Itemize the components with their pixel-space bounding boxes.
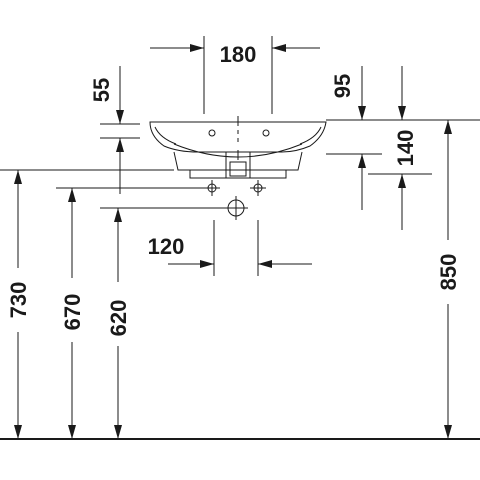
wall-fixings — [204, 180, 266, 220]
dimension-label-120: 120 — [148, 234, 185, 259]
basin — [149, 116, 327, 179]
dimension-140: 140 — [326, 130, 432, 230]
dimension-label-670: 670 — [60, 294, 85, 331]
dimension-55: 55 — [89, 66, 140, 194]
tap-hole-left — [208, 129, 216, 137]
tap-hole-right — [262, 129, 270, 137]
dimension-95: 95 — [326, 66, 480, 121]
dimension-850: 850 — [434, 120, 462, 439]
dimension-label-620: 620 — [106, 300, 131, 337]
dimension-label-180: 180 — [220, 42, 257, 67]
dimension-180: 180 — [150, 36, 320, 114]
dimension-label-850: 850 — [436, 254, 461, 291]
dimension-670: 670 — [56, 187, 204, 439]
dimension-label-140: 140 — [393, 130, 418, 167]
dimension-label-730: 730 — [6, 282, 31, 319]
dimension-730: 730 — [0, 169, 174, 439]
dimension-label-55: 55 — [89, 78, 114, 102]
dimension-label-95: 95 — [330, 74, 355, 98]
dimension-620: 620 — [100, 207, 226, 439]
dimension-120: 120 — [148, 220, 312, 276]
